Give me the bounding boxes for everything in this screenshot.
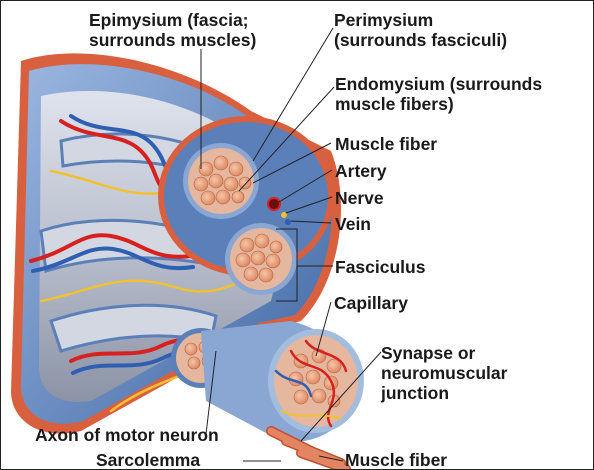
- muscle-fiber-label-top: Muscle fiber: [335, 134, 437, 154]
- muscle-fiber-label-bottom: Muscle fiber: [345, 450, 447, 470]
- endomysium-label: Endomysium (surrounds muscle fibers): [335, 74, 542, 114]
- perimysium-label: Perimysium (surrounds fasciculi): [334, 10, 507, 50]
- axon-label: Axon of motor neuron: [35, 425, 219, 445]
- nerve-label: Nerve: [335, 188, 384, 208]
- vein-cross-section: [285, 219, 291, 225]
- fasciculus-label: Fasciculus: [335, 257, 425, 277]
- artery-label: Artery: [335, 161, 387, 181]
- extended-fascicle: [201, 321, 364, 469]
- artery-cross-section: [268, 198, 280, 210]
- sarcolemma-label: Sarcolemma: [96, 450, 200, 470]
- epimysium-label: Epimysium (fascia; surrounds muscles): [89, 10, 256, 50]
- capillary-label: Capillary: [334, 293, 408, 313]
- synapse-label: Synapse or neuromuscular junction: [381, 343, 507, 403]
- vein-label: Vein: [335, 214, 371, 234]
